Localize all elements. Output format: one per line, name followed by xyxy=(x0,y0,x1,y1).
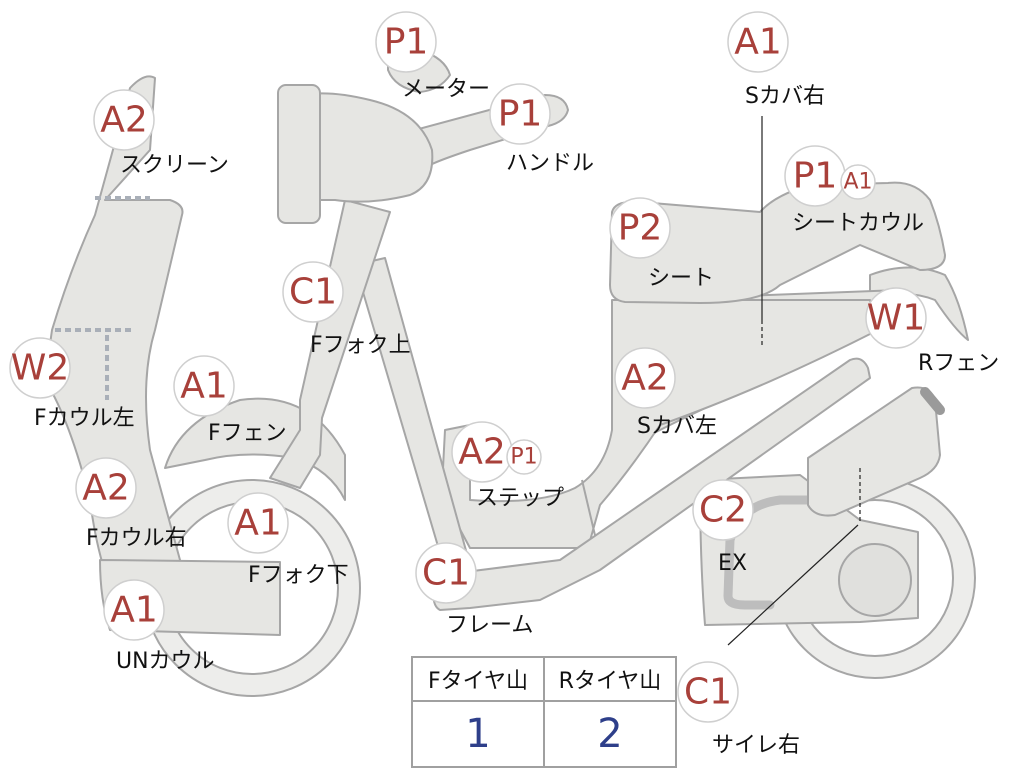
svg-text:C1: C1 xyxy=(289,272,337,313)
seat-shape xyxy=(609,181,946,304)
svg-text:W2: W2 xyxy=(11,348,70,389)
label-under-cowl: UNカウル xyxy=(116,649,215,674)
svg-text:A1: A1 xyxy=(734,22,782,63)
label-meter: メーター xyxy=(402,77,490,102)
label-front-cowl-right: Fカウル右 xyxy=(86,526,187,551)
badge-w2-front-cowl-left: W2 xyxy=(9,337,71,399)
badge-c1-frame: C1 xyxy=(415,542,477,604)
badge-p1-seat-cowl: P1 xyxy=(784,145,846,207)
label-seat-cowl: シートカウル xyxy=(792,211,924,236)
badge-a1-seat-cowl: A1 xyxy=(840,164,876,200)
front-tire-header: Fタイヤ山 xyxy=(411,656,545,702)
svg-text:A1: A1 xyxy=(843,170,872,195)
badge-a1-front-fender: A1 xyxy=(173,355,235,417)
side-cover-shape xyxy=(442,299,879,549)
svg-text:P1: P1 xyxy=(498,94,543,135)
label-seat: シート xyxy=(648,266,714,291)
badge-p2-seat: P2 xyxy=(609,197,671,259)
svg-text:C2: C2 xyxy=(699,490,747,531)
badge-a2-side-cover-left: A2 xyxy=(614,347,676,409)
frame-rail xyxy=(354,257,471,571)
part-labels: スクリーン メーター ハンドル Sカバ右 シートカウル シート Fフォク上 Rフ… xyxy=(34,77,999,758)
label-rear-fender: Rフェン xyxy=(918,351,999,376)
svg-text:P2: P2 xyxy=(618,208,663,249)
front-tire-value: 1 xyxy=(411,700,545,768)
svg-text:A1: A1 xyxy=(110,590,158,631)
svg-text:P1: P1 xyxy=(793,156,838,197)
headlight-body xyxy=(301,92,434,203)
svg-text:C1: C1 xyxy=(422,553,470,594)
label-screen: スクリーン xyxy=(120,153,229,178)
label-side-cover-left: Sカバ左 xyxy=(637,414,717,439)
headlight-lens xyxy=(277,84,321,224)
label-front-fender: Fフェン xyxy=(208,421,287,446)
muffler-tip xyxy=(920,387,945,415)
label-handle: ハンドル xyxy=(506,151,594,176)
badge-a1-side-cover-right: A1 xyxy=(727,11,789,73)
svg-text:P1: P1 xyxy=(510,445,537,470)
grade-badges: A2 P1 P1 A1 P1 A1 P2 C1 xyxy=(9,11,927,723)
svg-text:A2: A2 xyxy=(458,432,506,473)
badge-p1-meter: P1 xyxy=(375,11,437,73)
badge-a2-front-cowl-right: A2 xyxy=(75,457,137,519)
svg-text:A2: A2 xyxy=(82,468,130,509)
label-muffler-right: サイレ右 xyxy=(712,733,800,758)
badge-p1-step: P1 xyxy=(506,439,542,475)
label-exhaust: EX xyxy=(718,551,747,576)
rear-tire-value: 2 xyxy=(543,700,677,768)
front-fork xyxy=(269,199,391,489)
label-front-cowl-left: Fカウル左 xyxy=(34,406,135,431)
badge-p1-handle: P1 xyxy=(489,83,551,145)
svg-text:W1: W1 xyxy=(867,298,926,339)
label-front-fork-upper: Fフォク上 xyxy=(310,333,411,358)
label-front-fork-lower: Fフォク下 xyxy=(248,563,349,588)
svg-text:P1: P1 xyxy=(384,22,429,63)
svg-text:A2: A2 xyxy=(100,100,148,141)
badge-a1-front-fork-lower: A1 xyxy=(227,492,289,554)
badge-a2-step: A2 xyxy=(451,421,513,483)
exhaust-pipe xyxy=(723,495,840,610)
tire-tread-table: Fタイヤ山 Rタイヤ山 1 2 xyxy=(411,656,677,768)
badge-w1-rear-fender: W1 xyxy=(865,287,927,349)
svg-text:A1: A1 xyxy=(180,366,228,407)
badge-a1-under-cowl: A1 xyxy=(103,579,165,641)
badge-c1-front-fork-upper: C1 xyxy=(282,261,344,323)
label-side-cover-right: Sカバ右 xyxy=(745,84,825,109)
svg-text:C1: C1 xyxy=(684,672,732,713)
rear-tire-header: Rタイヤ山 xyxy=(543,656,677,702)
label-frame: フレーム xyxy=(446,613,533,638)
badge-c2-exhaust: C2 xyxy=(692,479,754,541)
svg-text:A1: A1 xyxy=(234,503,282,544)
badge-c1-muffler-right: C1 xyxy=(677,661,739,723)
label-step: ステップ xyxy=(476,486,564,511)
badge-a2-screen: A2 xyxy=(93,89,155,151)
svg-text:A2: A2 xyxy=(621,358,669,399)
